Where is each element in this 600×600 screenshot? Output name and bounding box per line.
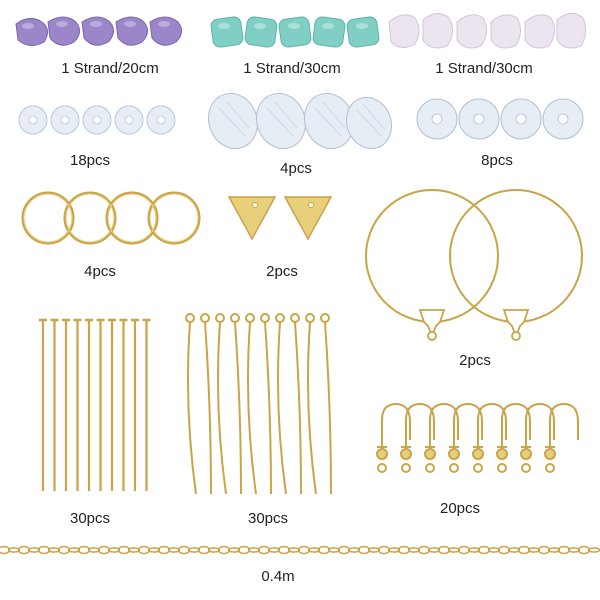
teardrop-beads-qty: 4pcs (280, 160, 312, 177)
pink-beads-image (388, 13, 587, 49)
pink-beads-qty: 1 Strand/30cm (435, 60, 533, 77)
linking-rings-image (21, 191, 201, 245)
head-pins-qty: 30pcs (69, 510, 111, 527)
round-beads-qty: 8pcs (481, 152, 513, 169)
linking-rings-qty: 4pcs (84, 263, 116, 280)
hoop-earrings-image (365, 189, 583, 341)
aqua-beads-image (210, 16, 380, 48)
teardrop-beads-image (207, 92, 393, 150)
chain-image (0, 545, 600, 555)
eye-pins-qty: 30pcs (247, 510, 289, 527)
aqua-beads-qty: 1 Strand/30cm (243, 60, 341, 77)
rondelle-beads-image (18, 105, 176, 135)
hoop-earrings-qty: 2pcs (459, 352, 491, 369)
head-pins-image (39, 318, 151, 491)
purple-beads-qty: 1 Strand/20cm (61, 60, 159, 77)
triangle-charms-qty: 2pcs (266, 263, 298, 280)
earring-hooks-image (376, 402, 579, 473)
purple-beads-image (15, 16, 182, 46)
eye-pins-image (185, 313, 332, 495)
earring-hooks-qty: 20pcs (439, 500, 481, 517)
round-beads-image (416, 98, 584, 140)
rondelle-beads-qty: 18pcs (69, 152, 111, 169)
triangle-charms-image (227, 196, 333, 241)
chain-qty: 0.4m (261, 568, 295, 585)
